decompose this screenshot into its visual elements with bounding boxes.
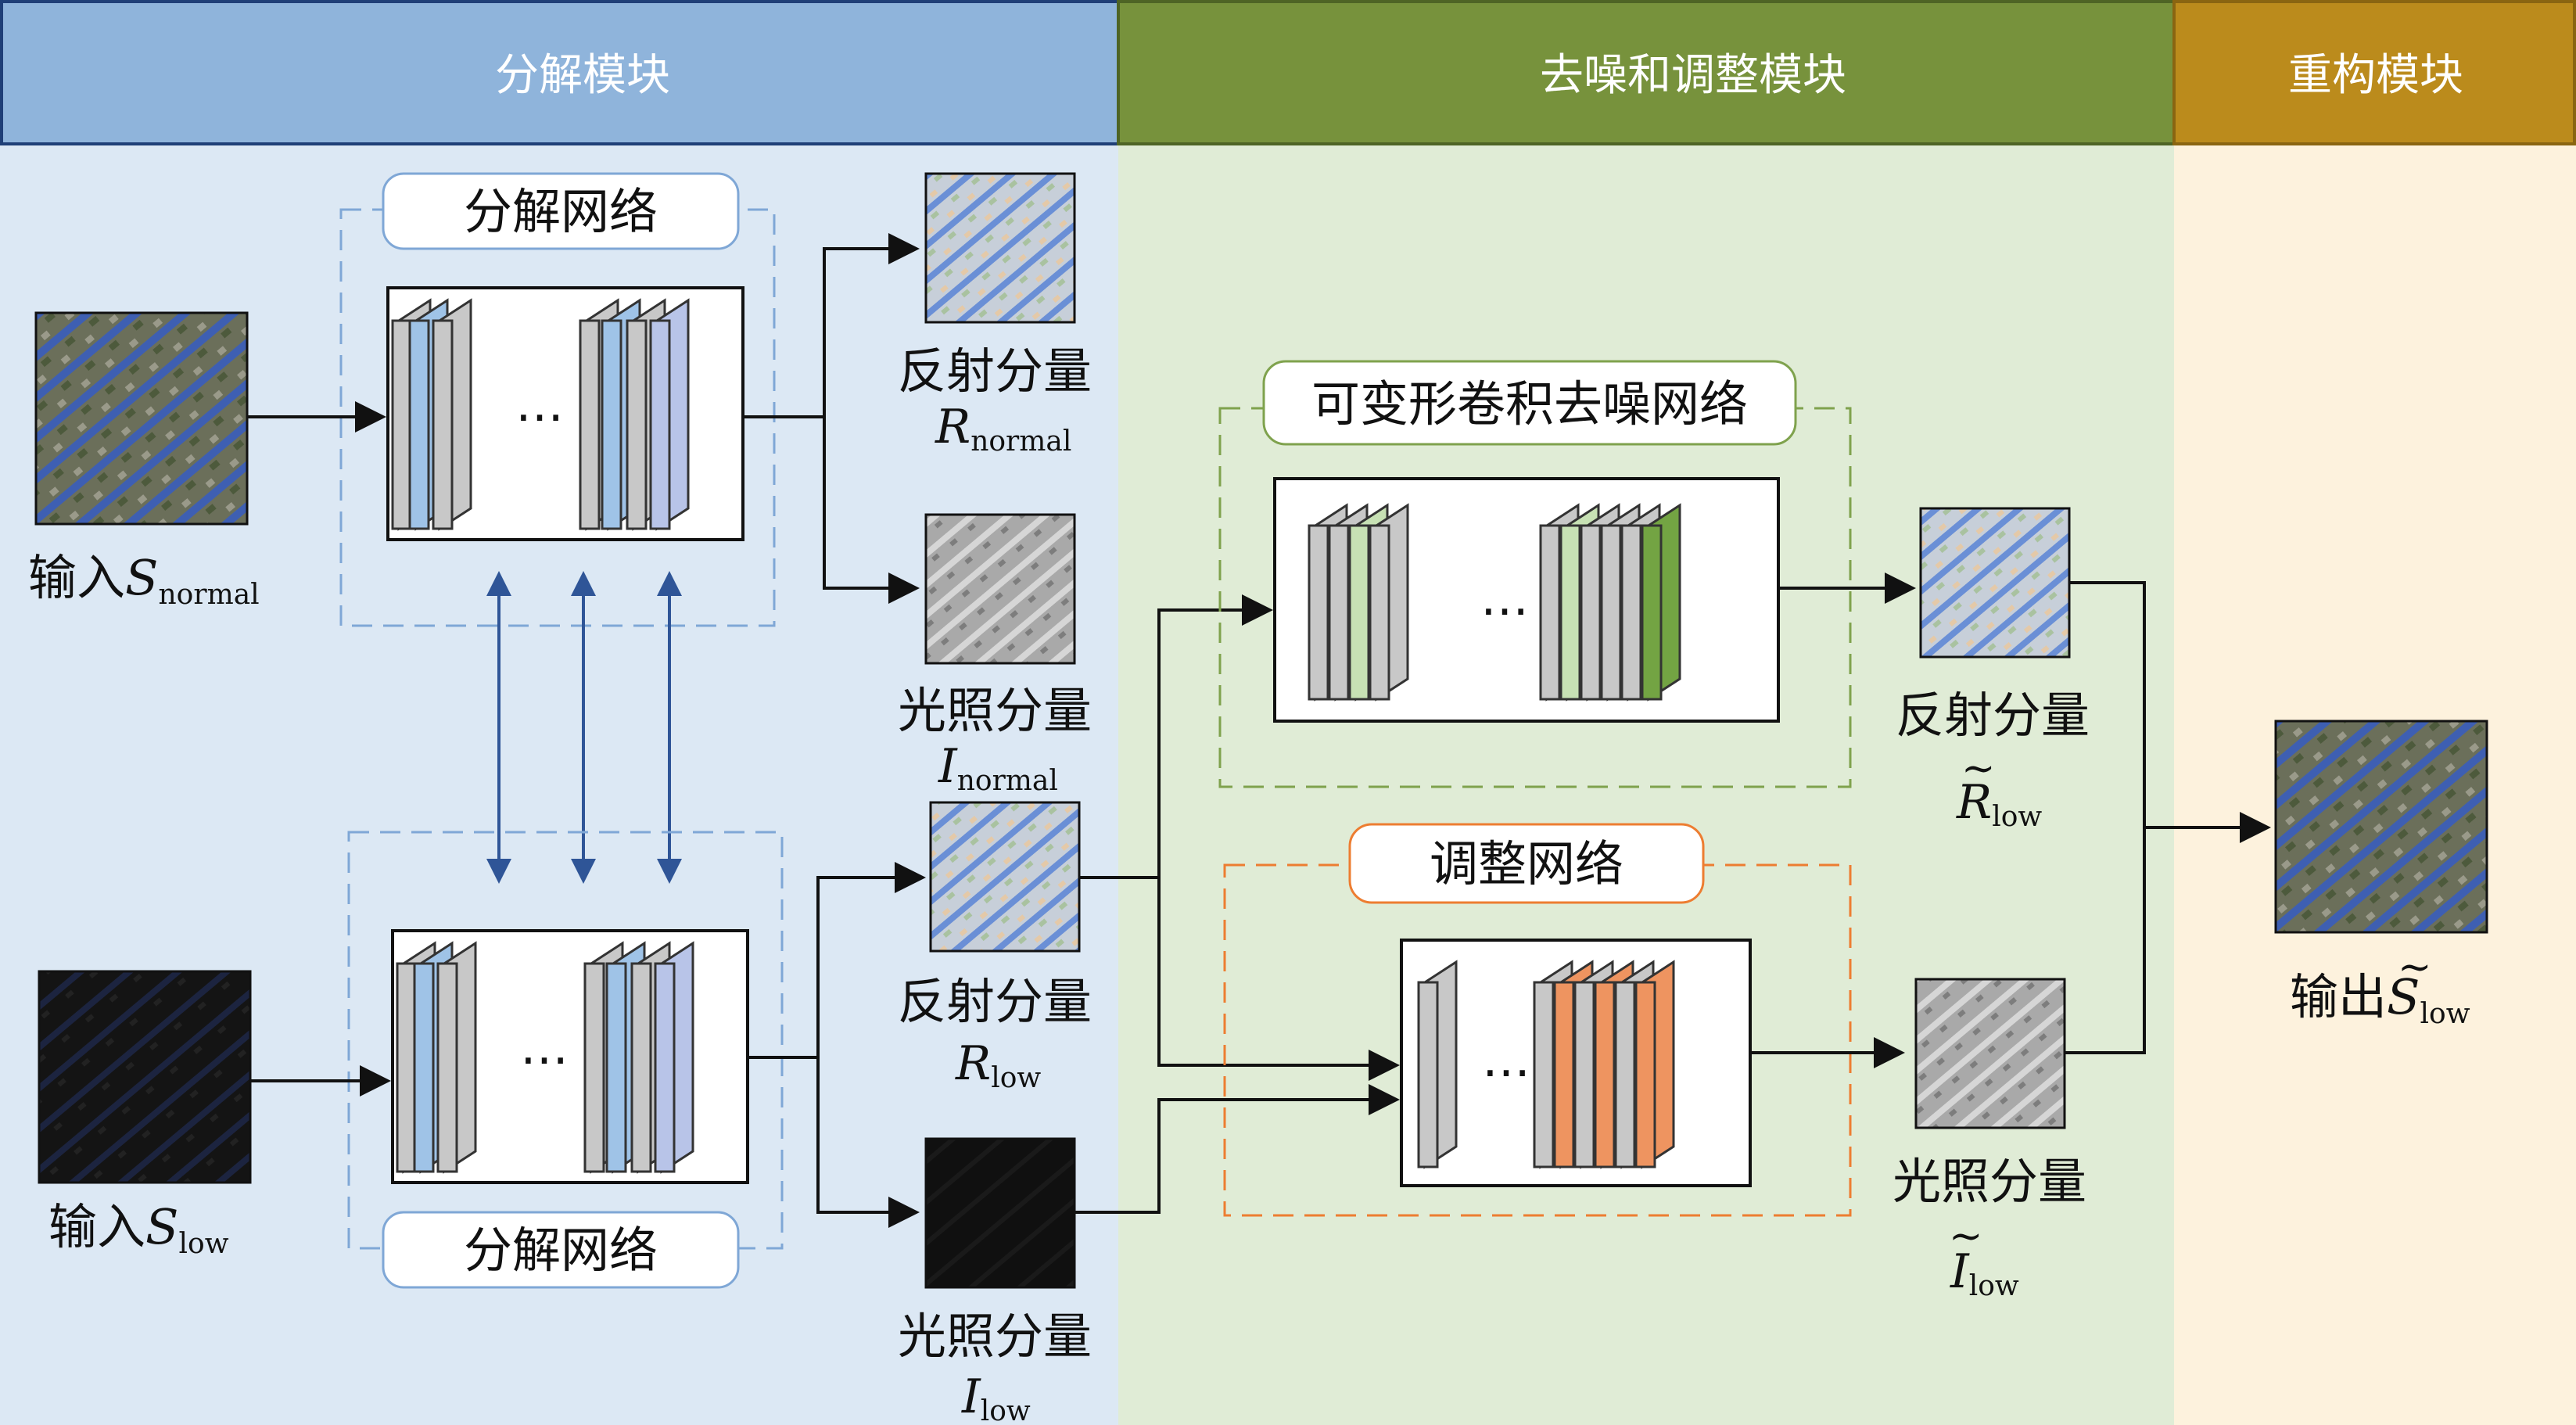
output-image <box>2274 720 2488 934</box>
arrow-i-normal <box>823 417 920 604</box>
denoise-ellipsis: … <box>1480 569 1529 626</box>
adjust-net-label-box <box>1348 823 1705 904</box>
denoise-layers <box>1308 503 1681 702</box>
adjust-ellipsis: … <box>1482 1031 1530 1088</box>
conv-layer <box>654 941 694 1174</box>
conv-layer <box>1634 960 1675 1169</box>
line-r-merge <box>2069 581 2146 827</box>
r-denoised-image <box>1919 507 2071 659</box>
line-i-merge <box>2065 827 2146 1054</box>
conv-layer <box>1641 503 1681 702</box>
r-normal-label: 反射分量 <box>898 343 1092 400</box>
arrow-r-low <box>748 862 926 1059</box>
output-label: 输出Slow <box>2290 968 2470 1030</box>
i-low-symbol: Ilow <box>961 1369 1031 1425</box>
conv-layer <box>436 941 477 1174</box>
adjust-layers <box>1417 960 1675 1169</box>
i-adjusted-tilde: ~ <box>1949 1213 1983 1260</box>
r-denoised-label: 反射分量 <box>1896 687 2090 744</box>
arrow-r-low-to-adjust <box>1157 878 1400 1081</box>
adjust-net-label: 调整网络 <box>1430 835 1623 892</box>
r-low-symbol: Rlow <box>955 1036 1041 1094</box>
reconstruct-module-title: 重构模块 <box>2288 50 2463 101</box>
denoise-module-title: 去噪和调整模块 <box>1540 50 1846 101</box>
r-normal-symbol: Rnormal <box>935 400 1071 458</box>
decomp-top-layers <box>391 298 690 531</box>
arrow-r-low-to-denoise <box>1079 594 1273 879</box>
i-low-image <box>924 1137 1076 1289</box>
conv-layer <box>649 298 690 531</box>
r-denoised-tilde: ~ <box>1961 745 1996 792</box>
r-normal-image <box>924 172 1076 324</box>
decomp-bottom-ellipsis: … <box>520 1018 569 1075</box>
input-low-label: 输入Slow <box>48 1198 229 1260</box>
input-low-image <box>38 970 252 1184</box>
arrow-i-low-to-adjust <box>1075 1084 1400 1214</box>
decomposition-header <box>0 0 1120 145</box>
decomp-top-ellipsis: … <box>515 375 564 433</box>
arrow-r-normal <box>743 233 920 418</box>
decomp-net-top-label-box <box>382 172 740 250</box>
decomp-net-bottom-label-box <box>382 1211 740 1289</box>
conv-layer <box>1417 960 1458 1169</box>
input-normal-image <box>34 311 249 526</box>
i-adjusted-label: 光照分量 <box>1893 1153 2086 1210</box>
denoise-net-label: 可变形卷积去噪网络 <box>1311 375 1748 433</box>
r-low-image <box>929 801 1081 953</box>
r-denoised-symbol: Rlow <box>1956 775 2042 833</box>
output-tilde: ~ <box>2398 944 2432 991</box>
i-normal-image <box>924 513 1076 665</box>
decomp-bottom-layers <box>396 941 694 1174</box>
arrow-i-low <box>816 1057 920 1228</box>
r-low-label: 反射分量 <box>898 973 1092 1030</box>
decomp-net-top-label: 分解网络 <box>464 183 658 240</box>
denoise-net-label-box <box>1262 360 1797 446</box>
i-normal-symbol: Inormal <box>938 739 1058 797</box>
input-normal-label: 输入Snormal <box>28 549 260 611</box>
decomp-net-bottom-label: 分解网络 <box>464 1222 658 1279</box>
i-adjusted-image <box>1914 978 2066 1129</box>
i-normal-label: 光照分量 <box>898 682 1092 739</box>
conv-layer <box>432 298 472 531</box>
reconstruct-panel <box>2174 0 2576 1425</box>
conv-layer <box>1369 503 1409 702</box>
i-low-label: 光照分量 <box>898 1308 1092 1365</box>
decomposition-module-title: 分解模块 <box>495 50 670 101</box>
i-adjusted-symbol: Ilow <box>1950 1244 2019 1302</box>
reconstruct-header <box>2172 0 2576 145</box>
